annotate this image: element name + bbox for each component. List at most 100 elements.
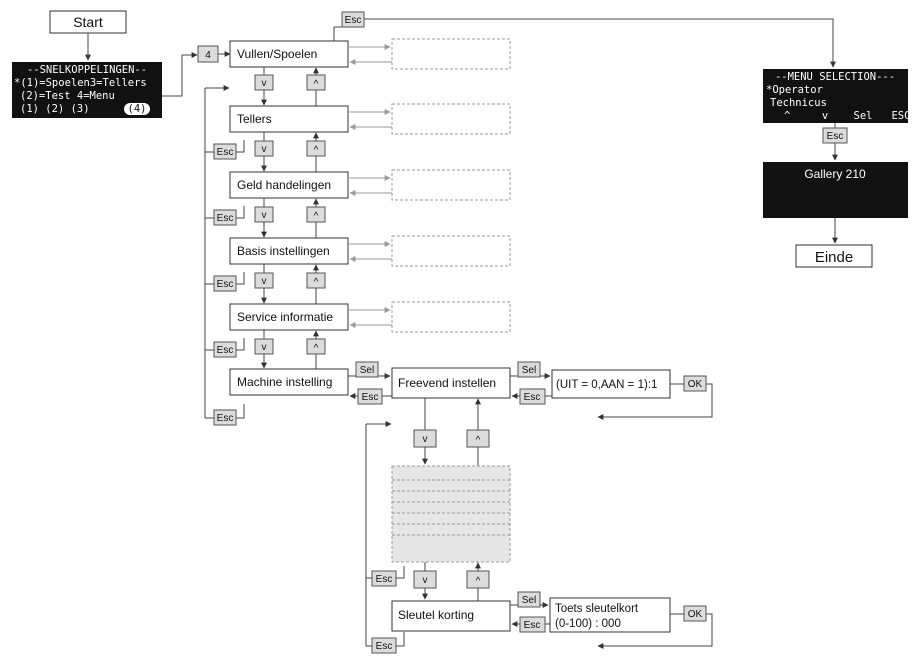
- menu-line-4: ^ v Sel ESC: [784, 110, 910, 122]
- menu-item-service-informatie: Service informatie: [229, 303, 349, 331]
- down-key-label: v: [262, 144, 267, 155]
- sel-key[interactable]: [517, 361, 541, 378]
- shortcut-4-selected: (4): [128, 103, 147, 115]
- esc-sub-row-2: Esc: [366, 632, 405, 654]
- sleutel-value-line-2: (0-100) : 000: [555, 618, 621, 630]
- shortcuts-line-4: (1) (2) (3): [20, 103, 90, 115]
- esc-key-label: Esc: [217, 147, 234, 158]
- esc-freevend-to-machine: Esc: [349, 388, 392, 405]
- esc-menu-selection: Esc: [822, 127, 848, 144]
- esc-row-6: Esc: [213, 404, 245, 426]
- end-label: Einde: [815, 249, 853, 266]
- up-key-label: ^: [476, 435, 481, 446]
- esc-key-label: Esc: [524, 620, 541, 631]
- esc-key-label: Esc: [217, 213, 234, 224]
- down-key-label: v: [262, 78, 267, 89]
- shortcuts-line-3: (2)=Test 4=Menu: [20, 90, 115, 102]
- nav-row-5: v ^: [254, 330, 326, 369]
- sleutel-item: Sleutel korting: [391, 600, 511, 632]
- up-key-label: ^: [314, 277, 319, 288]
- shortcut-4-highlight: [124, 103, 150, 115]
- up-key-label: ^: [314, 343, 319, 354]
- sleutel-nav: v ^: [413, 562, 490, 601]
- nav-row-4: v ^: [254, 264, 326, 304]
- esc-key-label: Esc: [376, 641, 393, 652]
- down-key-label: v: [262, 210, 267, 221]
- submenu-placeholders: [348, 38, 511, 333]
- nav-row-2: v ^: [254, 132, 326, 172]
- esc-row-3: Esc: [213, 206, 245, 226]
- shortcuts-line-2: *(1)=Spoelen3=Tellers: [14, 77, 147, 89]
- menu-line-3: Technicus: [770, 97, 827, 109]
- up-key-label: ^: [314, 79, 319, 90]
- menu-item-label: Service informatie: [237, 310, 333, 324]
- start-label: Start: [73, 14, 103, 30]
- menu-item-label: Basis instellingen: [237, 244, 330, 258]
- down-key-label: v: [423, 575, 428, 586]
- menu-line-1: --MENU SELECTION---: [775, 71, 895, 83]
- esc-key-label: Esc: [827, 131, 844, 142]
- ok-key-label: OK: [688, 379, 703, 390]
- shortcuts-screen: --SNELKOPPELINGEN-- *(1)=Spoelen3=Teller…: [12, 62, 162, 118]
- menu-item-machine-instelling: Machine instelling: [229, 368, 349, 396]
- sleutel-label: Sleutel korting: [398, 608, 474, 622]
- menu-item-label: Tellers: [237, 112, 272, 126]
- menu-item-basis-instellingen: Basis instellingen: [229, 237, 349, 265]
- freevend-value-label: (UIT = 0,AAN = 1):1: [556, 379, 657, 391]
- menu-item-label: Vullen/Spoelen: [237, 47, 317, 61]
- sel-key[interactable]: [355, 361, 379, 378]
- end-node: Einde: [795, 244, 873, 268]
- gallery-screen: Gallery 210: [763, 162, 908, 218]
- sel-key-label: Sel: [522, 595, 536, 606]
- sel-freevend-value: Sel: [510, 361, 551, 379]
- esc-row-4: Esc: [213, 272, 245, 292]
- down-key-label: v: [262, 342, 267, 353]
- esc-sub-row-1: Esc: [366, 566, 405, 587]
- freevend-value: (UIT = 0,AAN = 1):1: [551, 369, 671, 399]
- esc-row-5: Esc: [213, 338, 245, 358]
- menu-item-label: Machine instelling: [237, 375, 332, 389]
- esc-key-label: Esc: [217, 279, 234, 290]
- shortcuts-line-1: --SNELKOPPELINGEN--: [27, 64, 147, 76]
- gallery-label: Gallery 210: [804, 167, 866, 181]
- nav-row-3: v ^: [254, 198, 326, 238]
- esc-sleutel-value: Esc: [511, 616, 550, 633]
- up-key-label: ^: [314, 211, 319, 222]
- sel-key-label: Sel: [360, 365, 374, 376]
- sel-key-label: Sel: [522, 365, 536, 376]
- freevend-nav: v ^: [413, 398, 490, 466]
- ok-sleutel: OK: [597, 605, 713, 649]
- menu-item-tellers: Tellers: [229, 105, 349, 133]
- esc-key-label: Esc: [362, 392, 379, 403]
- menu-item-label: Geld handelingen: [237, 178, 331, 192]
- esc-key-label: Esc: [217, 413, 234, 424]
- menu-selection-screen: --MENU SELECTION--- *Operator Technicus …: [763, 69, 910, 123]
- menu-item-vullen-spoelen: Vullen/Spoelen: [229, 40, 349, 68]
- ok-key-label: OK: [688, 609, 703, 620]
- up-key-label: ^: [476, 576, 481, 587]
- esc-freevend-value: Esc: [511, 388, 552, 405]
- start-node: Start: [49, 10, 127, 34]
- key-4[interactable]: 4: [197, 45, 219, 63]
- sleutel-value-line-1: Toets sleutelkort: [555, 603, 639, 615]
- menu-item-geld-handelingen: Geld handelingen: [229, 171, 349, 199]
- sleutel-value: Toets sleutelkort (0-100) : 000: [549, 597, 671, 633]
- key-4-label: 4: [205, 50, 211, 61]
- menu-line-2: *Operator: [766, 84, 823, 96]
- esc-key-label: Esc: [345, 15, 362, 26]
- nav-row-1: v ^: [254, 67, 326, 106]
- esc-row-2: Esc: [213, 140, 245, 160]
- freevend-item: Freevend instellen: [391, 367, 511, 399]
- sel-key[interactable]: [517, 591, 541, 608]
- esc-key-label: Esc: [217, 345, 234, 356]
- sel-machine-to-freevend: Sel: [348, 361, 391, 379]
- sel-sleutel-value: Sel: [510, 591, 549, 608]
- ok-freevend: OK: [597, 375, 713, 420]
- esc-key-label: Esc: [376, 574, 393, 585]
- up-key-label: ^: [314, 145, 319, 156]
- down-key-label: v: [262, 276, 267, 287]
- hidden-items-block: [391, 465, 511, 563]
- down-key-label: v: [423, 434, 428, 445]
- freevend-label: Freevend instellen: [398, 376, 496, 390]
